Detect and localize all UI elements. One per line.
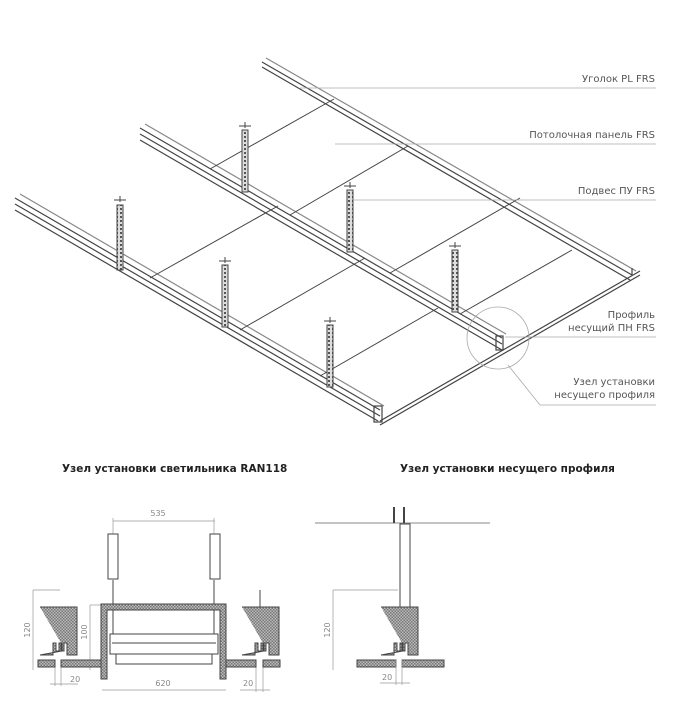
profile-detail-title: Узел установки несущего профиля — [400, 463, 615, 475]
isometric-view — [14, 57, 656, 426]
hanger-5 — [324, 317, 336, 388]
hangers — [114, 122, 461, 388]
label-node-line1: Узел установки — [573, 377, 655, 388]
label-profile-line1: Профиль — [607, 310, 655, 321]
dim-20-profile: 20 — [382, 673, 392, 682]
label-profile-line2: несущий ПН FRS — [568, 323, 655, 334]
leader-lines — [300, 87, 656, 406]
hanger-4 — [219, 257, 231, 328]
dim-535: 535 — [150, 509, 165, 518]
label-profile: Профиль несущий ПН FRS — [568, 309, 655, 335]
lamp-detail — [32, 518, 281, 692]
dim-120-profile: 120 — [323, 622, 332, 637]
dim-100: 100 — [80, 624, 89, 639]
label-hanger: Подвес ПУ FRS — [577, 186, 655, 197]
label-node: Узел установки несущего профиля — [554, 376, 655, 402]
label-angle: Уголок PL FRS — [581, 74, 655, 85]
left-profile — [14, 193, 385, 423]
dim-120: 120 — [23, 622, 32, 637]
hanger-6 — [449, 242, 461, 313]
profile-detail — [315, 507, 490, 685]
middle-profile — [139, 123, 507, 351]
hanger-1 — [114, 196, 126, 271]
dim-620: 620 — [155, 679, 170, 688]
dim-20-right: 20 — [243, 679, 253, 688]
panel-seams — [149, 98, 573, 377]
hanger-2 — [239, 122, 251, 193]
panel-edge — [379, 270, 641, 426]
dimension-labels: 535 620 120 100 20 20 120 20 — [23, 509, 392, 688]
lamp-detail-title: Узел установки светильника RAN118 — [62, 463, 288, 475]
dim-20-left: 20 — [70, 675, 80, 684]
angle-rail — [261, 57, 637, 281]
label-node-line2: несущего профиля — [554, 390, 655, 401]
label-panel: Потолочная панель FRS — [529, 130, 655, 141]
hanger-3 — [344, 182, 356, 253]
